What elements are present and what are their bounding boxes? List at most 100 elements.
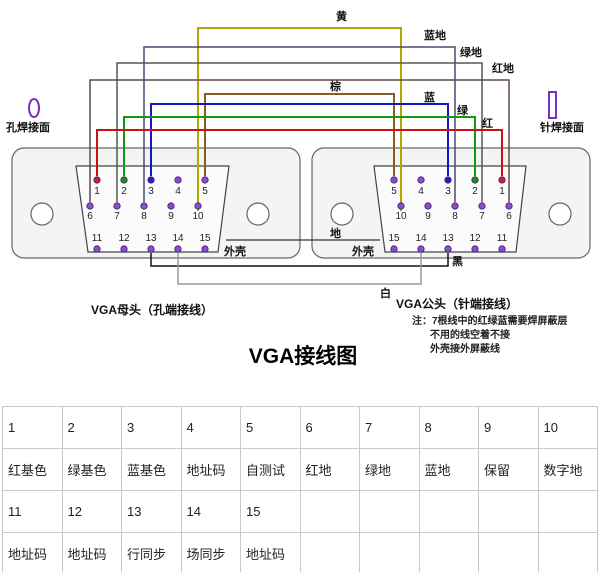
black-wire: [150, 253, 449, 267]
pin-number: 8: [141, 211, 147, 222]
pin-number: 14: [415, 233, 427, 244]
wire-label: 绿地: [460, 45, 482, 59]
pin-dot: [444, 176, 452, 184]
table-cell: 地址码: [61, 532, 122, 572]
mounting-hole: [246, 202, 270, 226]
white-wire: [177, 253, 422, 285]
pin-dot: [201, 245, 209, 253]
pin-dot: [471, 245, 479, 253]
pin-number: 3: [148, 186, 154, 197]
table-cell: [359, 490, 420, 533]
pin-number: 4: [175, 186, 181, 197]
pin-dot: [93, 245, 101, 253]
table-cell: 保留: [478, 448, 539, 491]
table-cell: 8: [418, 406, 479, 449]
male-face-label: 针焊接面: [540, 120, 584, 134]
pin-number: 11: [497, 233, 508, 244]
wire-label: 棕: [329, 79, 341, 93]
note-line: 不用的线空着不接: [430, 328, 510, 341]
pin-dot: [397, 202, 405, 210]
table-cell: 11: [2, 490, 63, 533]
pin-number: 7: [479, 211, 485, 222]
wire-label: 黄: [336, 9, 347, 23]
pin-dot: [167, 202, 175, 210]
pin-number: 1: [94, 186, 100, 197]
pin-number: 12: [118, 233, 130, 244]
pin-dot: [417, 245, 425, 253]
table-cell: 10: [537, 406, 598, 449]
pin-dot: [444, 245, 452, 253]
table-cell: [359, 532, 420, 572]
pin-number: 2: [121, 186, 127, 197]
pin-dot: [120, 176, 128, 184]
pin-dot: [390, 176, 398, 184]
pin-number: 2: [472, 186, 478, 197]
pin-dot: [201, 176, 209, 184]
female-face-label: 孔焊接面: [6, 120, 50, 134]
table-cell: [299, 532, 360, 572]
pin-dot: [174, 245, 182, 253]
mounting-hole: [30, 202, 54, 226]
pin-number: 4: [418, 186, 424, 197]
pin-number: 10: [395, 211, 407, 222]
wire-label: 红地: [492, 61, 514, 75]
table-cell: 绿地: [359, 448, 420, 491]
wire-label: 外壳: [223, 244, 246, 258]
green-ground-wire: [116, 62, 483, 202]
table-cell: [478, 532, 539, 572]
table-cell: 3: [121, 406, 182, 449]
female-connector: [11, 147, 301, 259]
pin-dot: [86, 202, 94, 210]
table-cell: 红地: [299, 448, 360, 491]
mounting-hole: [330, 202, 354, 226]
green-wire: [123, 116, 476, 176]
table-row: 红基色绿基色蓝基色地址码自测试红地绿地蓝地保留数字地: [2, 448, 598, 491]
pin-number: 13: [442, 233, 454, 244]
pin-dot: [120, 245, 128, 253]
pin-number: 8: [452, 211, 458, 222]
wire-label: 外壳: [351, 244, 374, 258]
note-line: 外壳接外屏蔽线: [429, 342, 500, 355]
table-cell: 地址码: [240, 532, 301, 572]
table-cell: 6: [299, 406, 360, 449]
pin-dot: [174, 176, 182, 184]
female-face-icon: [28, 98, 40, 118]
table-cell: 13: [121, 490, 182, 533]
table-row: 地址码地址码行同步场同步地址码: [2, 532, 598, 572]
table-cell: 红基色: [2, 448, 63, 491]
table-cell: 数字地: [537, 448, 598, 491]
table-cell: [478, 490, 539, 533]
yellow-wire: [197, 27, 402, 211]
wire-label: 地: [330, 226, 341, 240]
pin-dot: [424, 202, 432, 210]
pin-number: 15: [199, 233, 211, 244]
table-cell: 1: [2, 406, 63, 449]
table-cell: 自测试: [240, 448, 301, 491]
pin-dot: [471, 176, 479, 184]
pin-number: 13: [145, 233, 157, 244]
pin-dot: [505, 202, 513, 210]
table-cell: 蓝地: [418, 448, 479, 491]
red-wire: [96, 129, 503, 176]
table-cell: 行同步: [121, 532, 182, 572]
note-line: 注：7根线中的红绿蓝需要焊屏蔽层: [412, 314, 568, 327]
diagram-title: VGA接线图: [249, 344, 358, 368]
female-caption: VGA母头（孔端接线）: [91, 302, 213, 317]
pin-dot: [478, 202, 486, 210]
pin-dot: [417, 176, 425, 184]
table-cell: [299, 490, 360, 533]
red-ground-wire: [89, 79, 510, 202]
table-cell: 地址码: [180, 448, 241, 491]
pin-number: 5: [202, 186, 208, 197]
table-cell: [418, 532, 479, 572]
pin-number: 9: [168, 211, 174, 222]
pin-dot: [390, 245, 398, 253]
table-cell: 2: [61, 406, 122, 449]
pin-number: 10: [192, 211, 204, 222]
brown-wire: [204, 93, 395, 176]
table-cell: [537, 532, 598, 572]
pin-dot: [140, 202, 148, 210]
